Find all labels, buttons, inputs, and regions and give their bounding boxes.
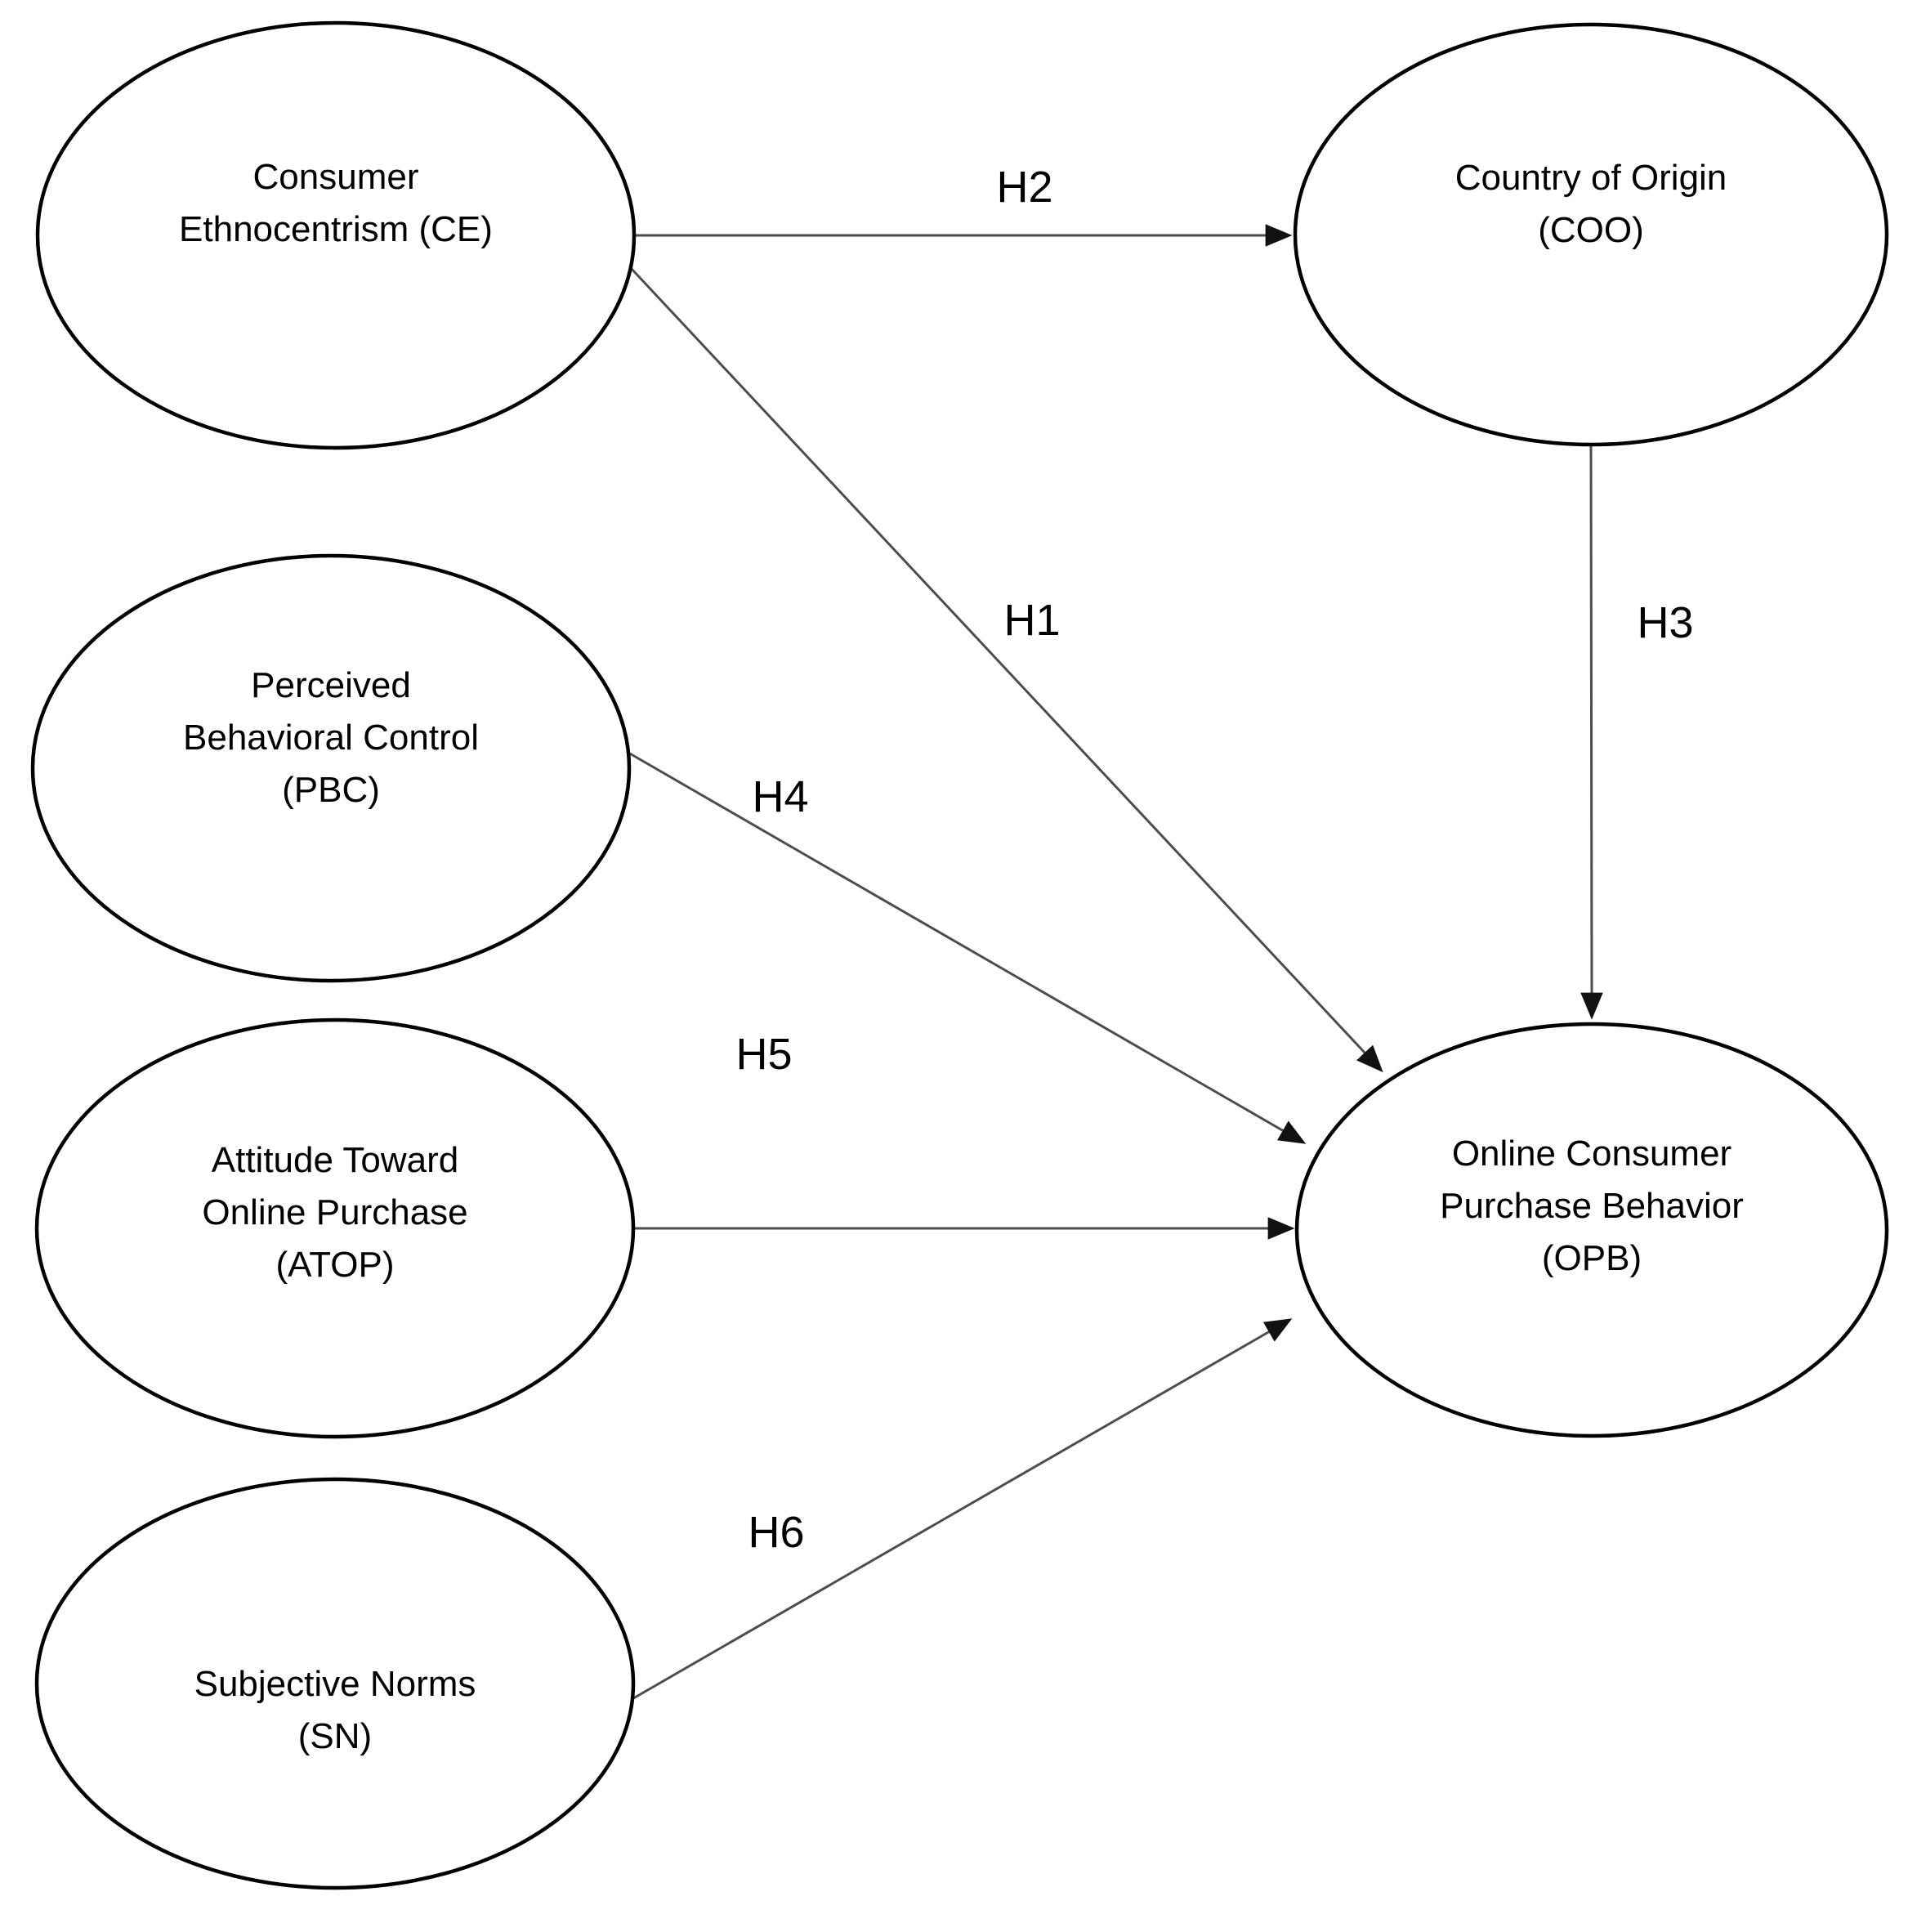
node-label-pbc-line3: (PBC) — [282, 770, 380, 810]
node-label-coo-line1: Country of Origin — [1455, 158, 1727, 198]
edge-h2-ce-to-coo: H2 — [634, 163, 1293, 247]
node-label-opb-line1: Online Consumer — [1452, 1134, 1731, 1174]
node-label-coo-line2: (COO) — [1538, 210, 1644, 250]
ellipse-sn — [34, 1477, 636, 1890]
node-attitude-toward-online-purchase: Attitude Toward Online Purchase (ATOP) — [34, 1017, 636, 1439]
edge-h6-sn-to-opb: H6 — [628, 1318, 1293, 1702]
node-label-sn-line1: Subjective Norms — [194, 1664, 476, 1704]
node-label-atop-line2: Online Purchase — [202, 1192, 467, 1232]
ellipse-coo — [1293, 22, 1889, 447]
node-label-pbc-line1: Perceived — [251, 665, 411, 705]
node-label-opb-line3: (OPB) — [1542, 1238, 1642, 1278]
ellipse-pbc — [30, 553, 632, 983]
node-label-ce-line1: Consumer — [253, 157, 419, 197]
arrow-h4 — [628, 751, 1307, 1144]
edge-h1-ce-to-opb: H1 — [629, 266, 1383, 1073]
arrow-h3 — [1580, 444, 1603, 1020]
edge-h3-coo-to-opb: H3 — [1580, 444, 1694, 1020]
edge-label-h6: H6 — [748, 1508, 804, 1557]
node-label-ce-line2: Ethnocentrism (CE) — [179, 209, 493, 249]
edge-h5-atop-to-opb: H5 — [633, 1030, 1295, 1240]
node-label-pbc-line2: Behavioral Control — [183, 718, 479, 758]
node-label-atop-line1: Attitude Toward — [212, 1140, 458, 1180]
node-subjective-norms: Subjective Norms (SN) — [34, 1477, 636, 1890]
edge-label-h2: H2 — [996, 163, 1052, 212]
edge-h4-pbc-to-opb: H4 — [628, 751, 1307, 1144]
node-label-opb-line2: Purchase Behavior — [1440, 1186, 1744, 1226]
ellipse-ce — [35, 20, 637, 450]
node-label-sn-line2: (SN) — [298, 1716, 372, 1756]
edge-label-h4: H4 — [752, 772, 808, 821]
edge-label-h5: H5 — [735, 1030, 792, 1079]
edge-label-h3: H3 — [1637, 598, 1693, 647]
node-consumer-ethnocentrism: Consumer Ethnocentrism (CE) — [35, 20, 637, 450]
node-label-atop-line3: (ATOP) — [275, 1245, 394, 1285]
edge-label-h1: H1 — [1003, 596, 1060, 645]
node-online-consumer-purchase-behavior: Online Consumer Purchase Behavior (OPB) — [1294, 1022, 1889, 1438]
arrow-h1 — [629, 266, 1383, 1073]
node-perceived-behavioral-control: Perceived Behavioral Control (PBC) — [30, 553, 632, 983]
ellipse-opb — [1294, 1022, 1889, 1438]
node-country-of-origin: Country of Origin (COO) — [1293, 22, 1889, 447]
ellipse-atop — [34, 1017, 636, 1439]
arrow-h6 — [628, 1318, 1293, 1702]
